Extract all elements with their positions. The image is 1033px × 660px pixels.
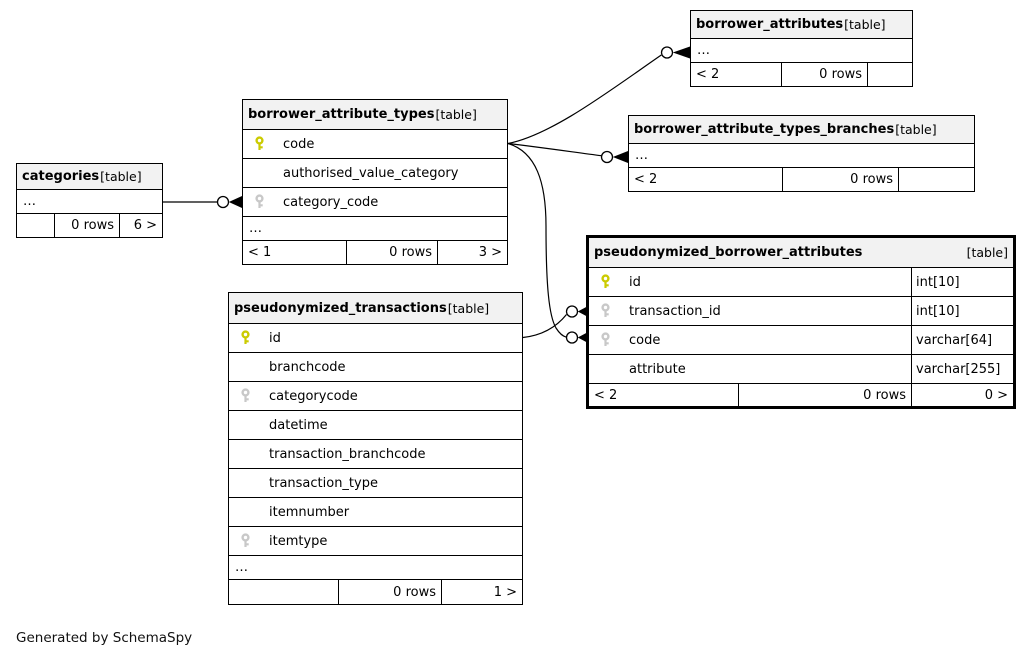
column-name: code: [629, 332, 661, 348]
table-header: pseudonymized_transactions[table]: [229, 293, 522, 323]
footer-center: 0 rows: [782, 168, 898, 191]
table-name: borrower_attributes: [696, 17, 844, 32]
footer-right: 1 >: [441, 580, 522, 604]
foreign-key-icon: [589, 303, 629, 319]
column-name: category_code: [283, 194, 379, 210]
ellipsis-row: …: [17, 189, 162, 213]
column-type: int[10]: [911, 297, 1013, 325]
column-name: transaction_type: [269, 475, 378, 491]
column-name: authorised_value_category: [283, 165, 459, 181]
footer-center: 0 rows: [54, 214, 119, 237]
table-header: pseudonymized_borrower_attributes [table]: [589, 238, 1013, 267]
ellipsis-row: …: [229, 555, 522, 579]
table-borrower_attribute_types_branches[interactable]: borrower_attribute_types_branches[table]…: [628, 115, 975, 192]
table-footer: < 2 0 rows: [691, 62, 912, 86]
footer-right: [867, 63, 912, 86]
footer-right: 0 >: [911, 384, 1013, 406]
column-name: id: [629, 274, 641, 290]
footer-right: 3 >: [437, 241, 507, 264]
ellipsis-row: …: [243, 216, 507, 240]
column-row-code: code varchar[64]: [589, 325, 1013, 354]
column-type: varchar[64]: [911, 326, 1013, 354]
column-row-code: code: [243, 129, 507, 158]
column-row-authorised_value_category: authorised_value_category: [243, 158, 507, 187]
foreign-key-icon: [589, 332, 629, 348]
column-type: int[10]: [911, 268, 1013, 296]
table-name: borrower_attribute_types: [248, 107, 435, 122]
column-name: transaction_id: [629, 303, 721, 319]
column-row-branchcode: branchcode: [229, 352, 522, 381]
table-name: categories: [22, 169, 100, 184]
column-row-datetime: datetime: [229, 410, 522, 439]
footer-left: < 2: [594, 387, 618, 403]
table-header: borrower_attribute_types_branches[table]: [629, 116, 974, 143]
primary-key-icon: [243, 136, 283, 152]
column-row-attribute: attribute varchar[255]: [589, 354, 1013, 383]
footer-center: 0 rows: [738, 384, 911, 406]
column-name: code: [283, 136, 315, 152]
table-pseudonymized_borrower_attributes[interactable]: pseudonymized_borrower_attributes [table]…: [586, 235, 1016, 409]
footer-left: < 1: [248, 245, 272, 260]
table-tag: [table]: [100, 169, 142, 184]
column-name: transaction_branchcode: [269, 446, 426, 462]
table-tag: [table]: [895, 122, 937, 137]
column-name: itemtype: [269, 533, 328, 549]
foreign-key-icon: [229, 533, 269, 549]
table-tag: [table]: [966, 245, 1008, 260]
generated-by-note: Generated by SchemaSpy: [16, 630, 193, 646]
table-name: pseudonymized_borrower_attributes: [594, 245, 863, 260]
footer-left: < 2: [696, 67, 720, 82]
primary-key-icon: [589, 274, 629, 290]
column-row-transaction_branchcode: transaction_branchcode: [229, 439, 522, 468]
column-row-transaction_type: transaction_type: [229, 468, 522, 497]
table-name: pseudonymized_transactions: [234, 300, 447, 316]
footer-left: [17, 214, 54, 237]
foreign-key-icon: [243, 194, 283, 210]
column-name: itemnumber: [269, 504, 350, 520]
footer-center: 0 rows: [346, 241, 437, 264]
column-row-categorycode: categorycode: [229, 381, 522, 410]
table-header: borrower_attribute_types[table]: [243, 100, 507, 129]
column-name: attribute: [629, 361, 686, 377]
footer-left: [229, 580, 338, 604]
footer-center: 0 rows: [338, 580, 441, 604]
column-row-id: id: [229, 323, 522, 352]
footer-left: < 2: [634, 172, 658, 187]
table-header: categories[table]: [17, 164, 162, 189]
footer-center: 0 rows: [781, 63, 867, 86]
table-tag: [table]: [844, 17, 886, 32]
column-row-category_code: category_code: [243, 187, 507, 216]
table-name: borrower_attribute_types_branches: [634, 122, 895, 137]
column-name: id: [269, 330, 281, 346]
footer-right: 6 >: [119, 214, 162, 237]
column-type: varchar[255]: [911, 355, 1013, 383]
primary-key-icon: [229, 330, 269, 346]
footer-right: [898, 168, 974, 191]
foreign-key-icon: [229, 388, 269, 404]
column-row-itemnumber: itemnumber: [229, 497, 522, 526]
table-tag: [table]: [447, 300, 490, 316]
table-tag: [table]: [435, 107, 477, 122]
table-header: borrower_attributes[table]: [691, 11, 912, 38]
column-name: datetime: [269, 417, 328, 433]
column-row-transaction_id: transaction_id int[10]: [589, 296, 1013, 325]
table-footer: < 2 0 rows: [629, 167, 974, 191]
column-row-id: id int[10]: [589, 267, 1013, 296]
ellipsis-row: …: [629, 143, 974, 167]
column-name: categorycode: [269, 388, 358, 404]
column-name: branchcode: [269, 359, 346, 375]
column-row-itemtype: itemtype: [229, 526, 522, 555]
ellipsis-row: …: [691, 38, 912, 62]
